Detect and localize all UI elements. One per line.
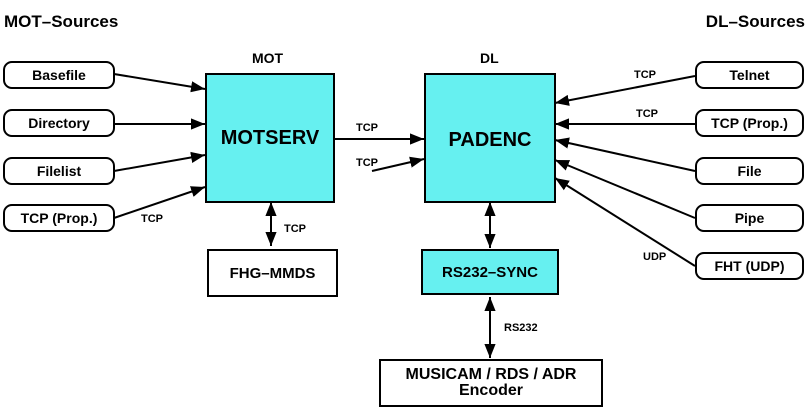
mot-source-basefile: Basefile <box>3 61 115 89</box>
dl-source-file: File <box>695 157 804 185</box>
dl-group-label: DL <box>480 50 499 66</box>
rs232-sync-node: RS232–SYNC <box>421 249 559 295</box>
arrow-basefile-motserv <box>113 73 206 93</box>
dl-tcp-prop-conn-label: TCP <box>636 108 658 120</box>
encoder-line-1: MUSICAM / RDS / ADR <box>405 366 577 383</box>
padenc-node: PADENC <box>424 73 556 203</box>
mot-source-filelist: Filelist <box>3 157 115 185</box>
arrow-tcpprop-motserv <box>113 186 206 219</box>
motserv-fhg-link-label: TCP <box>284 223 306 235</box>
mot-group-label: MOT <box>252 50 284 66</box>
dl-sources-header: DL–Sources <box>705 12 805 31</box>
dl-source-tcp-prop: TCP (Prop.) <box>695 109 804 137</box>
arrow-telnet-padenc <box>554 75 696 106</box>
fhg-mmds-node: FHG–MMDS <box>207 249 338 297</box>
arrow-extra-padenc <box>371 156 425 172</box>
telnet-conn-label: TCP <box>634 69 656 81</box>
dl-source-telnet: Telnet <box>695 61 804 89</box>
arrow-filelist-motserv <box>113 151 206 172</box>
fht-conn-label: UDP <box>643 251 667 263</box>
arrow-file-padenc <box>554 137 696 172</box>
motserv-node: MOTSERV <box>205 73 335 203</box>
arrow-fht-padenc <box>554 177 696 267</box>
mot-source-directory: Directory <box>3 109 115 137</box>
encoder-node: MUSICAM / RDS / ADR Encoder <box>379 359 603 407</box>
encoder-line-2: Encoder <box>458 382 523 399</box>
tcp-prop-conn-label: TCP <box>141 213 163 225</box>
dl-source-fht-udp: FHT (UDP) <box>695 252 804 280</box>
mot-sources-header: MOT–Sources <box>4 12 119 31</box>
dl-source-pipe: Pipe <box>695 204 804 232</box>
arrow-pipe-padenc <box>554 159 696 219</box>
extra-padenc-link-label: TCP <box>356 157 378 169</box>
rs232-link-label: RS232 <box>504 322 538 334</box>
mot-source-tcp-prop: TCP (Prop.) <box>3 204 115 232</box>
motserv-padenc-link-label: TCP <box>356 122 378 134</box>
